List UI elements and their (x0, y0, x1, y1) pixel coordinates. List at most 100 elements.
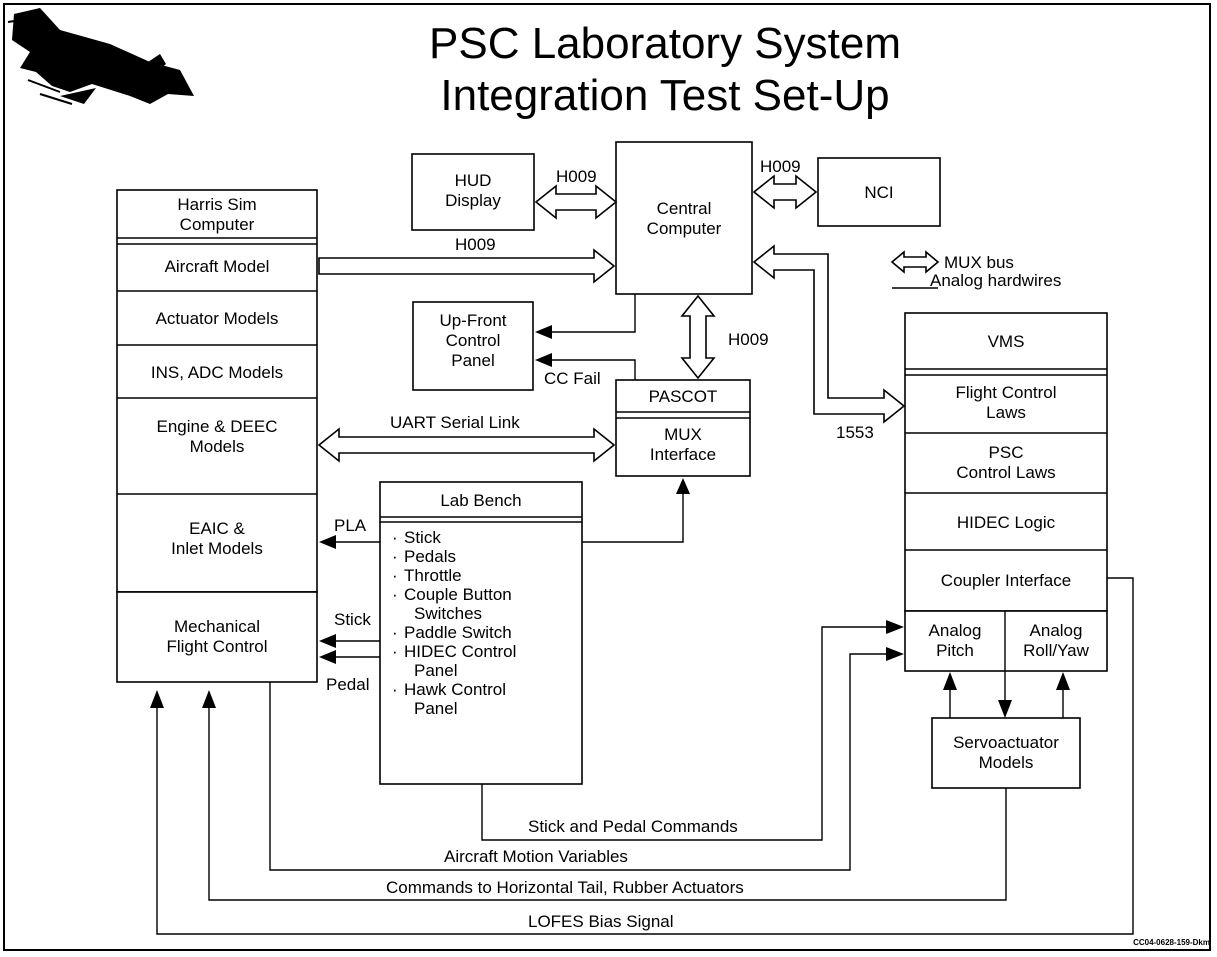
harris-sim-computer-block (116, 189, 318, 683)
label-aircraft-motion: Aircraft Motion Variables (444, 847, 628, 866)
legend-analog-label: Analog hardwires (930, 271, 1061, 290)
coupler-label: Coupler Interface (941, 571, 1071, 590)
title-line-1: PSC Laboratory System (429, 19, 901, 68)
bus-aircraft-central (318, 248, 616, 284)
label-h009-nci: H009 (760, 157, 801, 176)
upfront-label-1: Up-Front (439, 311, 506, 330)
svg-text:·: · (392, 566, 398, 585)
pascot-block (615, 379, 751, 477)
engine-label-2: Models (190, 437, 245, 456)
central-computer-box (615, 141, 753, 295)
central-label-1: Central (657, 199, 712, 218)
wire-labbench-mux (582, 492, 684, 543)
servo-label-2: Models (979, 753, 1034, 772)
servo-label-1: Servoactuator (953, 733, 1059, 752)
servoactuator-box (931, 717, 1081, 789)
vms-label: VMS (988, 332, 1025, 351)
lab-bench-block (379, 481, 583, 785)
bus-1553 (752, 244, 906, 424)
hidec-logic-label: HIDEC Logic (957, 513, 1056, 532)
svg-text:·: · (392, 528, 398, 547)
psc-label-1: PSC (989, 443, 1024, 462)
lab-item-hidec-panel: Panel (414, 661, 457, 680)
lab-item-hawk-panel: Panel (414, 699, 457, 718)
rollyaw-label-2: Roll/Yaw (1023, 641, 1090, 660)
central-label-2: Computer (647, 219, 722, 238)
lab-item-hawk-control: Hawk Control (404, 680, 506, 699)
lab-item-couple-button: Couple Button (404, 585, 512, 604)
mech-label-1: Mechanical (174, 617, 260, 636)
ins-adc-label: INS, ADC Models (151, 363, 283, 382)
svg-text:·: · (392, 585, 398, 604)
mux-label-2: Interface (650, 445, 716, 464)
mech-label-2: Flight Control (166, 637, 267, 656)
lab-item-stick: Stick (404, 528, 441, 547)
wire-stick-pedal-commands-2 (849, 653, 888, 840)
svg-text:·: · (392, 623, 398, 642)
label-lofes: LOFES Bias Signal (528, 912, 674, 931)
lab-item-pedals: Pedals (404, 547, 456, 566)
harris-label-2: Computer (180, 215, 255, 234)
engine-label-1: Engine & DEEC (157, 417, 278, 436)
label-uart: UART Serial Link (390, 413, 520, 432)
eaic-label-1: EAIC & (189, 519, 245, 538)
lab-item-hidec-control: HIDEC Control (404, 642, 516, 661)
upfront-panel-box (412, 301, 534, 391)
mux-label-1: MUX (664, 425, 702, 444)
wire-aircraft-motion (269, 682, 851, 871)
label-cc-fail: CC Fail (544, 369, 601, 388)
label-pedal: Pedal (326, 675, 369, 694)
label-stick: Stick (334, 610, 371, 629)
pitch-label-2: Pitch (936, 641, 974, 660)
legend-mux-symbol (890, 250, 940, 274)
lab-item-paddle-switch: Paddle Switch (404, 623, 512, 642)
lab-bench-label: Lab Bench (440, 491, 521, 510)
svg-text:·: · (392, 680, 398, 699)
aircraft-model-label: Aircraft Model (165, 257, 270, 276)
hud-display-box (411, 153, 535, 231)
rollyaw-label-1: Analog (1030, 621, 1083, 640)
svg-text:·: · (392, 547, 398, 566)
pitch-label-1: Analog (929, 621, 982, 640)
bus-central-pascot (680, 294, 716, 380)
bus-hud-central (534, 184, 618, 220)
hud-label-2: Display (445, 191, 501, 210)
label-h009-hud: H009 (556, 167, 597, 186)
lab-item-throttle: Throttle (404, 566, 462, 585)
wire-cc-fail (548, 359, 636, 380)
eaic-label-2: Inlet Models (171, 539, 263, 558)
upfront-label-3: Panel (451, 351, 494, 370)
nci-box (817, 157, 941, 227)
slide-frame (3, 3, 1211, 951)
label-h009-pascot: H009 (728, 330, 769, 349)
upfront-label-2: Control (446, 331, 501, 350)
wire-commands-tail (208, 706, 1007, 901)
lab-bench-list: ·Stick ·Pedals ·Throttle ·Couple Button … (392, 528, 516, 718)
title-line-2: Integration Test Set-Up (440, 71, 889, 120)
bus-central-nci (752, 174, 818, 210)
wire-lofes (156, 577, 1134, 935)
harris-label-1: Harris Sim (177, 195, 256, 214)
wire-stick-pedal-commands (481, 626, 888, 841)
hud-label-1: HUD (455, 171, 492, 190)
lab-item-switches: Switches (414, 604, 482, 623)
label-pla: PLA (334, 516, 367, 535)
svg-text:·: · (392, 642, 398, 661)
actuator-models-label: Actuator Models (156, 309, 279, 328)
pascot-label: PASCOT (649, 387, 718, 406)
footer-code: CC04-0628-159-Dkm (1133, 938, 1210, 947)
label-h009-aircraft: H009 (455, 235, 496, 254)
vms-block (904, 312, 1108, 672)
nci-label: NCI (864, 183, 893, 202)
jet-logo (7, 3, 194, 105)
legend-mux-label: MUX bus (944, 253, 1014, 272)
fcl-label-2: Laws (986, 403, 1026, 422)
fcl-label-1: Flight Control (955, 383, 1056, 402)
label-stick-pedal-commands: Stick and Pedal Commands (528, 817, 738, 836)
label-1553: 1553 (836, 423, 874, 442)
label-commands-tail: Commands to Horizontal Tail, Rubber Actu… (386, 878, 744, 897)
psc-label-2: Control Laws (956, 463, 1055, 482)
wire-central-upfront (548, 294, 636, 333)
bus-uart-serial-link (317, 427, 616, 463)
